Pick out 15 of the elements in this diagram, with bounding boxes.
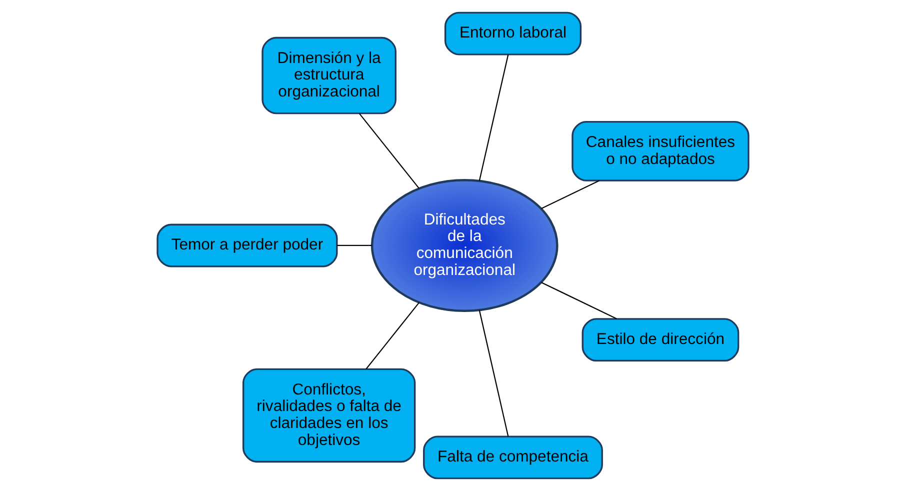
node-box: Temor a perder poder bbox=[156, 224, 338, 268]
connector bbox=[478, 310, 509, 436]
connector bbox=[366, 302, 420, 370]
connector bbox=[336, 244, 372, 246]
connector bbox=[541, 180, 600, 209]
node-box: Dimensión y la estructura organizacional bbox=[262, 36, 396, 114]
node-box: Entorno laboral bbox=[444, 12, 582, 56]
node-box: Estilo de dirección bbox=[582, 318, 740, 362]
node-box: Conflictos, rivalidades o falta de claridades en los objetivos bbox=[242, 368, 416, 463]
node-ellipse: Dificultades de la comunicación organizacional bbox=[370, 178, 558, 312]
connector bbox=[358, 113, 420, 189]
connector bbox=[478, 54, 509, 181]
node-box: Falta de competencia bbox=[423, 436, 603, 480]
node-box: Canales insuficientes o no adaptados bbox=[572, 121, 750, 182]
connector bbox=[541, 282, 617, 320]
